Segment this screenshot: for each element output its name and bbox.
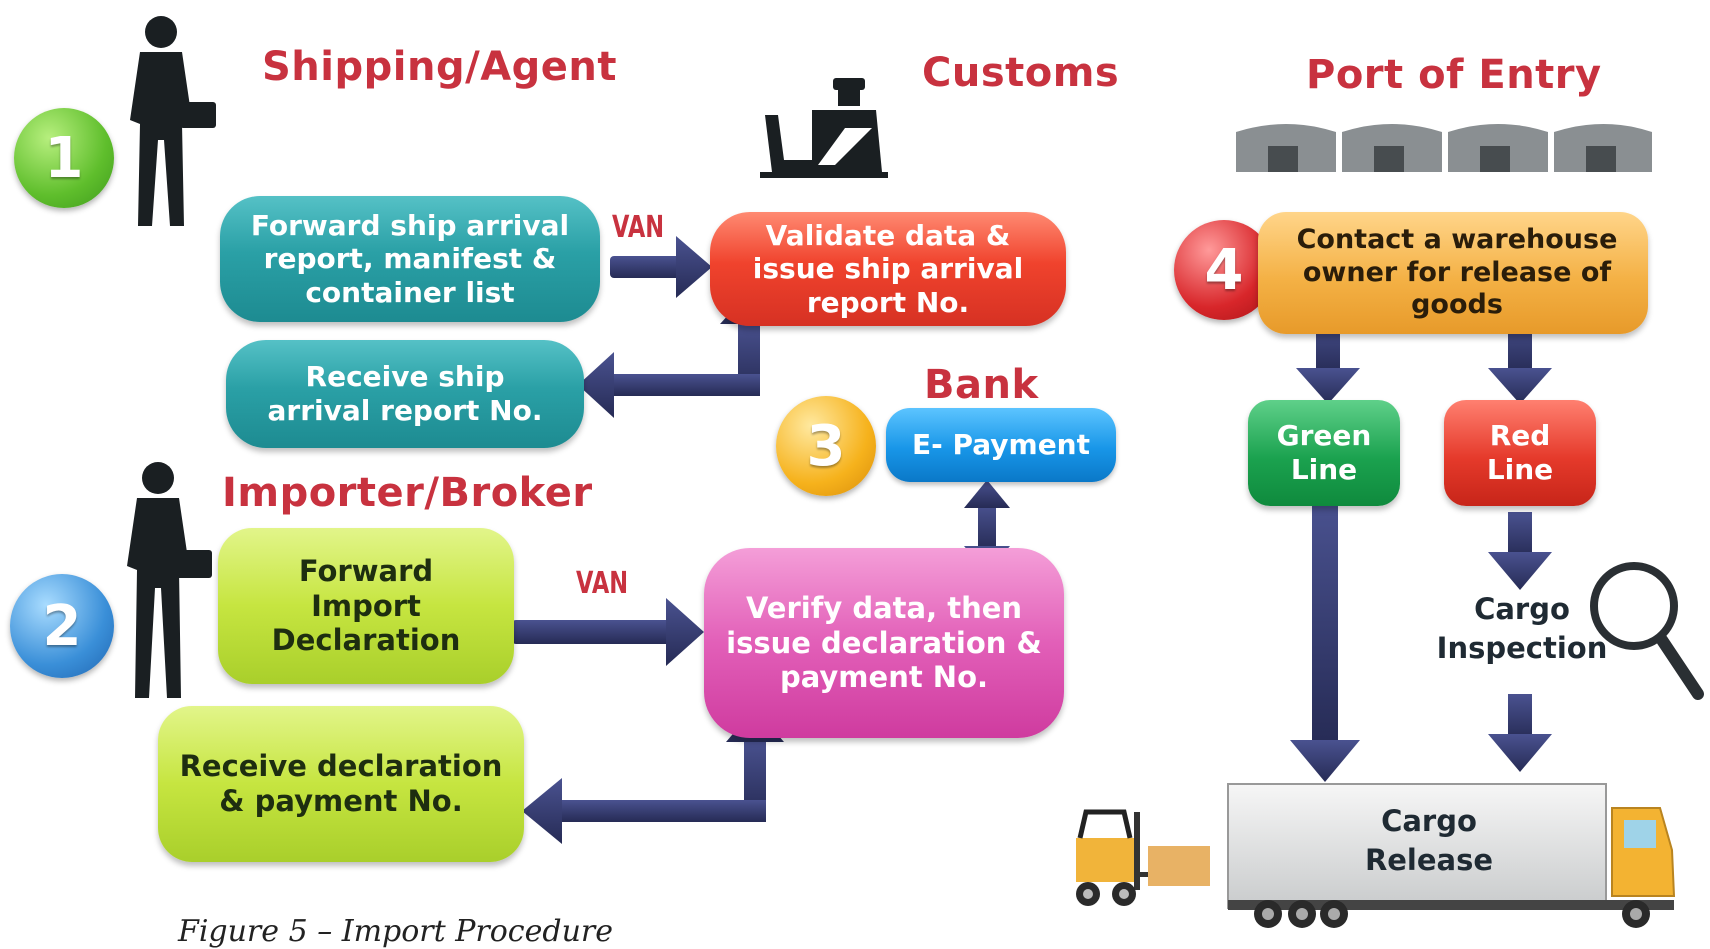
arrow-red-to-inspection <box>1488 512 1552 590</box>
box-receive-ship-arrival: Receive ship arrival report No. <box>226 340 584 448</box>
step-4-badge: 4 <box>1174 220 1274 320</box>
heading-customs: Customs <box>922 50 1120 96</box>
box-e-payment: E- Payment <box>886 408 1116 482</box>
label-cargo-inspection: Cargo Inspection <box>1436 592 1608 666</box>
step-3-badge: 3 <box>776 396 876 496</box>
box-contact-warehouse: Contact a warehouse owner for release of… <box>1258 212 1648 334</box>
box-red-line: Red Line <box>1444 400 1596 506</box>
box-forward-import: Forward Import Declaration <box>218 528 514 684</box>
heading-importer-broker: Importer/Broker <box>222 470 593 516</box>
van-label-bottom: VAN <box>576 566 629 601</box>
heading-shipping-agent: Shipping/Agent <box>262 44 618 90</box>
box-validate-data: Validate data & issue ship arrival repor… <box>710 212 1066 326</box>
van-label-top: VAN <box>612 210 665 245</box>
box-green-line: Green Line <box>1248 400 1400 506</box>
step-2-badge: 2 <box>10 574 114 678</box>
arrow-green-to-release <box>1290 498 1360 782</box>
arrow-return-declaration <box>522 708 784 844</box>
arrow-forward-import <box>512 598 704 666</box>
heading-bank: Bank <box>924 362 1039 408</box>
arrow-inspection-to-release <box>1488 694 1552 772</box>
label-cargo-release: Cargo Release <box>1364 804 1494 878</box>
box-verify-data: Verify data, then issue declaration & pa… <box>704 548 1064 738</box>
box-receive-declaration: Receive declaration & payment No. <box>158 706 524 862</box>
figure-caption: Figure 5 – Import Procedure <box>178 914 613 949</box>
arrow-forward-ship <box>610 236 712 298</box>
box-forward-ship-arrival: Forward ship arrival report, manifest & … <box>220 196 600 322</box>
step-1-badge: 1 <box>14 108 114 208</box>
heading-port-of-entry: Port of Entry <box>1306 52 1602 98</box>
